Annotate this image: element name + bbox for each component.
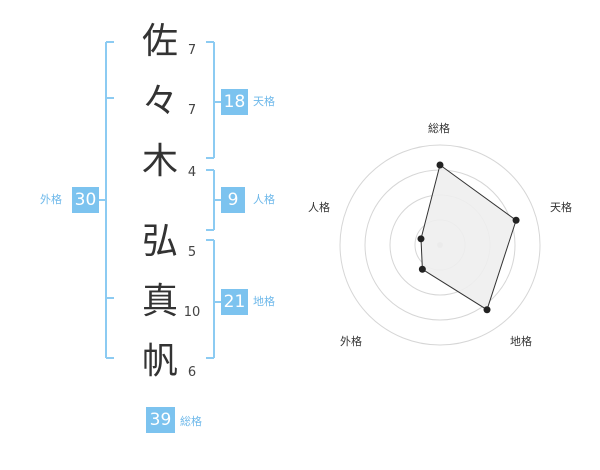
chikaku-value: 21 bbox=[221, 289, 248, 315]
stroke-count-4: 5 bbox=[187, 245, 197, 260]
radar-axis-label-gaikaku: 外格 bbox=[340, 335, 362, 348]
radar-point-4 bbox=[418, 265, 426, 273]
radar-point-2 bbox=[512, 216, 520, 224]
name-char-3: 木 bbox=[141, 141, 178, 182]
tenkaku-label: 天格 bbox=[253, 95, 275, 108]
soukaku-value: 39 bbox=[146, 407, 175, 433]
gaikaku-label: 外格 bbox=[40, 193, 62, 206]
radar-point-5 bbox=[417, 235, 425, 243]
chikaku-label: 地格 bbox=[253, 295, 275, 308]
radar-axis-label-tenkaku: 天格 bbox=[550, 201, 572, 214]
jinkaku-label: 人格 bbox=[253, 193, 275, 206]
radar-point-1 bbox=[436, 161, 444, 169]
tenkaku-value: 18 bbox=[221, 89, 248, 115]
name-char-6: 帆 bbox=[141, 341, 178, 382]
soukaku-label: 総格 bbox=[180, 415, 202, 428]
radar-point-3 bbox=[483, 306, 491, 314]
name-char-5: 真 bbox=[141, 281, 178, 322]
name-char-4: 弘 bbox=[141, 221, 178, 262]
stroke-count-6: 6 bbox=[187, 365, 197, 380]
jinkaku-value: 9 bbox=[221, 187, 245, 213]
radar-axis-label-chikaku: 地格 bbox=[510, 335, 532, 348]
stroke-count-2: 7 bbox=[187, 103, 197, 118]
name-char-1: 佐 bbox=[141, 21, 178, 62]
radar-axis-label-jinkaku: 人格 bbox=[308, 201, 330, 214]
stroke-count-1: 7 bbox=[187, 43, 197, 58]
gaikaku-value: 30 bbox=[72, 187, 99, 213]
radar-grid-ring bbox=[339, 144, 541, 346]
stroke-count-3: 4 bbox=[187, 165, 197, 180]
radar-axis-label-soukaku: 総格 bbox=[428, 122, 450, 135]
name-char-2: 々 bbox=[141, 81, 178, 122]
radar-data-polygon bbox=[420, 164, 517, 311]
stroke-count-5: 10 bbox=[183, 305, 201, 320]
